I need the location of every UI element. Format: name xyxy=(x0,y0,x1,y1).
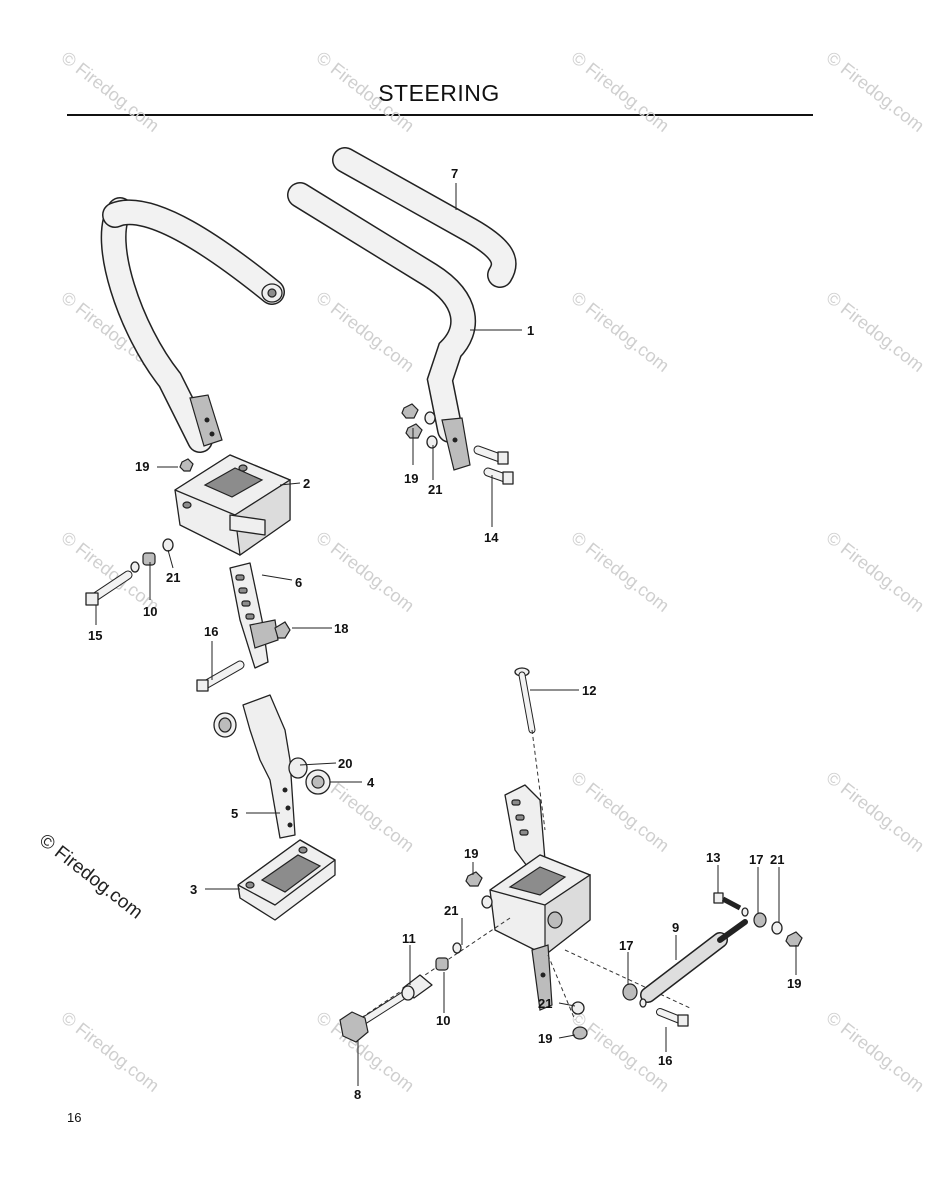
watermark-text: © Firedog.com xyxy=(823,1007,929,1096)
callout-14: 14 xyxy=(484,530,499,545)
callout-10-left: 10 xyxy=(143,604,157,619)
callout-6: 6 xyxy=(295,575,302,590)
watermark-text: © Firedog.com xyxy=(313,287,419,376)
callout-15: 15 xyxy=(88,628,102,643)
callout-19-handle: 19 xyxy=(404,471,418,486)
callout-19-right: 19 xyxy=(787,976,801,991)
callout-11: 11 xyxy=(402,931,416,946)
linkage-part-6 xyxy=(229,562,291,669)
page-title: STEERING xyxy=(378,80,500,106)
callout-13: 13 xyxy=(706,850,720,865)
callout-16-right: 16 xyxy=(658,1053,672,1068)
knob-part-8 xyxy=(339,986,416,1043)
steering-arm-part-5 xyxy=(213,694,331,839)
callout-21-housing: 21 xyxy=(444,903,458,918)
watermark-text: © Firedog.com xyxy=(568,767,674,856)
callout-20: 20 xyxy=(338,756,352,771)
hardware-10-21-left xyxy=(130,538,174,573)
watermark-text: © Firedog.com xyxy=(58,527,164,616)
hardware-21-19-bottom xyxy=(571,1001,588,1040)
bolt-part-15 xyxy=(85,570,133,606)
spacer-part-11 xyxy=(401,974,433,1001)
callout-5: 5 xyxy=(231,806,238,821)
callout-19-bottom: 19 xyxy=(538,1031,552,1046)
leader-lines xyxy=(95,183,797,1086)
left-steering-handle xyxy=(100,197,285,453)
bracket-part-2 xyxy=(174,454,291,557)
callout-9: 9 xyxy=(672,920,679,935)
callout-18: 18 xyxy=(334,621,348,636)
watermark-text: © Firedog.com xyxy=(568,287,674,376)
watermark-text: © Firedog.com xyxy=(823,527,929,616)
bolt-part-16-right xyxy=(656,1008,689,1027)
callout-19-bracket: 19 xyxy=(135,459,149,474)
watermark-text: © Firedog.com xyxy=(58,47,164,136)
watermark-text: © Firedog.com xyxy=(58,1007,164,1096)
watermark-text: © Firedog.com xyxy=(823,47,929,136)
pin-part-12 xyxy=(514,667,546,831)
watermark-text: © Firedog.com xyxy=(823,287,929,376)
callout-1: 1 xyxy=(527,323,534,338)
callout-4: 4 xyxy=(367,775,375,790)
callout-21-bottom: 21 xyxy=(538,996,552,1011)
shaft-part-9 xyxy=(622,919,748,1008)
callout-21-right: 21 xyxy=(770,852,784,867)
title-rule xyxy=(67,114,813,116)
bolt-part-14 xyxy=(473,445,514,485)
callout-12: 12 xyxy=(582,683,596,698)
watermark-text: © Firedog.com xyxy=(568,527,674,616)
steering-handle-part-1 xyxy=(287,182,476,471)
watermark-text: © Firedog.com xyxy=(313,47,419,136)
watermark-text: © Firedog.com xyxy=(568,47,674,136)
callout-17-right: 17 xyxy=(749,852,763,867)
bolt-part-16-left xyxy=(196,660,245,692)
watermark-text: © Firedog.com xyxy=(823,767,929,856)
callout-21-handle: 21 xyxy=(428,482,442,497)
watermark-text: © Firedog.com xyxy=(568,1007,674,1096)
callout-8: 8 xyxy=(354,1087,361,1102)
hardware-10-21-lower xyxy=(435,871,493,971)
callout-labels: 1 2 3 4 5 6 7 8 9 10 10 11 12 13 14 15 1… xyxy=(88,166,801,1102)
hardware-19-21-upper xyxy=(401,403,438,449)
callout-2: 2 xyxy=(303,476,310,491)
callout-3: 3 xyxy=(190,882,197,897)
lever-housing-assembly xyxy=(354,784,691,1023)
grip-part-7 xyxy=(332,147,517,288)
hardware-13-17-21-19-right xyxy=(713,892,803,947)
callout-17-lower: 17 xyxy=(619,938,633,953)
watermark-text: © Firedog.com xyxy=(313,527,419,616)
callout-7: 7 xyxy=(451,166,458,181)
callout-21-left: 21 xyxy=(166,570,180,585)
callout-19-housing: 19 xyxy=(464,846,478,861)
page-number: 16 xyxy=(67,1110,82,1125)
base-part-3 xyxy=(237,839,336,921)
callout-10-lower: 10 xyxy=(436,1013,450,1028)
callout-16-left: 16 xyxy=(204,624,218,639)
